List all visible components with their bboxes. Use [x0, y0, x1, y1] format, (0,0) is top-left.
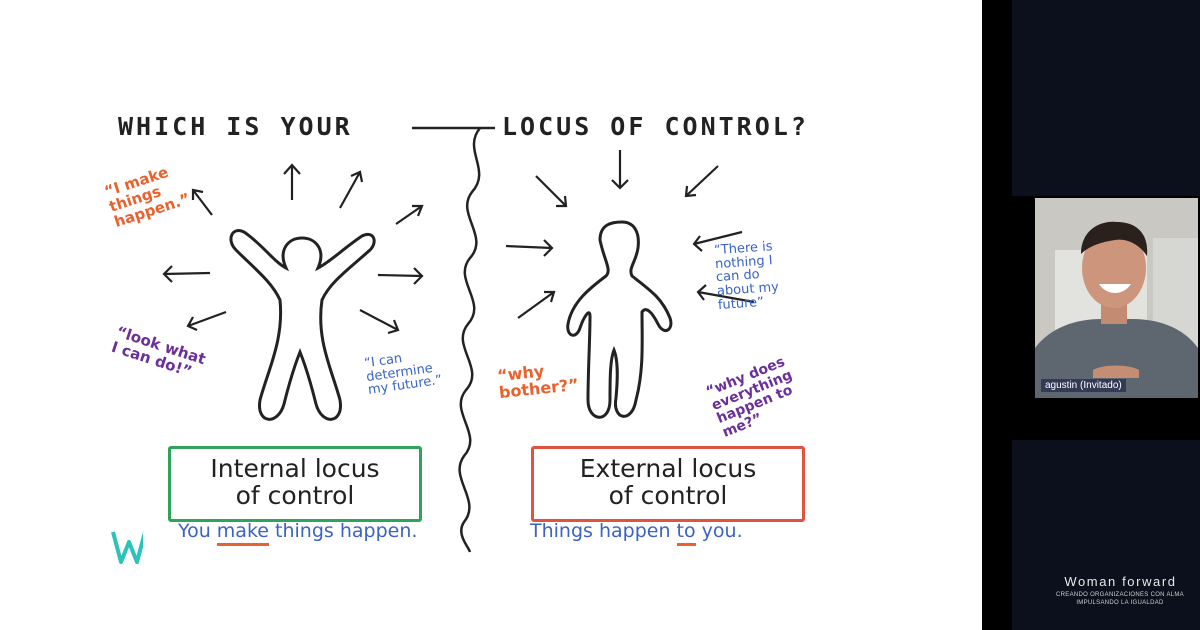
participants-sidebar: agustin (Invitado)	[982, 0, 1200, 630]
external-figure	[566, 220, 673, 419]
divider	[412, 126, 495, 553]
participant-avatar	[1035, 198, 1198, 398]
external-caption: Things happen to you.	[530, 520, 743, 546]
title-left: WHICH IS YOUR	[118, 112, 353, 141]
slide-drawing	[162, 126, 755, 553]
shared-slide: WHICH IS YOUR LOCUS OF CONTROL? “I make …	[0, 0, 982, 630]
brand-tagline: CREANDO ORGANIZACIONES CON ALMA IMPULSAN…	[1056, 592, 1184, 606]
quote-nothing-i-can-do: “There is nothing I can do about my futu…	[713, 239, 780, 313]
internal-arrows	[162, 163, 424, 335]
participant-name-label: agustin (Invitado)	[1041, 379, 1126, 392]
internal-caption: You make things happen.	[178, 520, 417, 546]
title-right: LOCUS OF CONTROL?	[502, 112, 809, 141]
external-arrows	[505, 150, 755, 319]
internal-locus-box: Internal locus of control	[168, 446, 422, 522]
external-locus-box: External locus of control	[531, 446, 805, 522]
video-tile-empty	[1012, 0, 1200, 196]
brand-panel	[1012, 440, 1200, 630]
brand-name: Woman forward	[1064, 574, 1177, 589]
participant-video[interactable]: agustin (Invitado)	[1035, 198, 1198, 398]
wf-logo-icon	[111, 530, 161, 564]
internal-figure	[229, 229, 376, 421]
